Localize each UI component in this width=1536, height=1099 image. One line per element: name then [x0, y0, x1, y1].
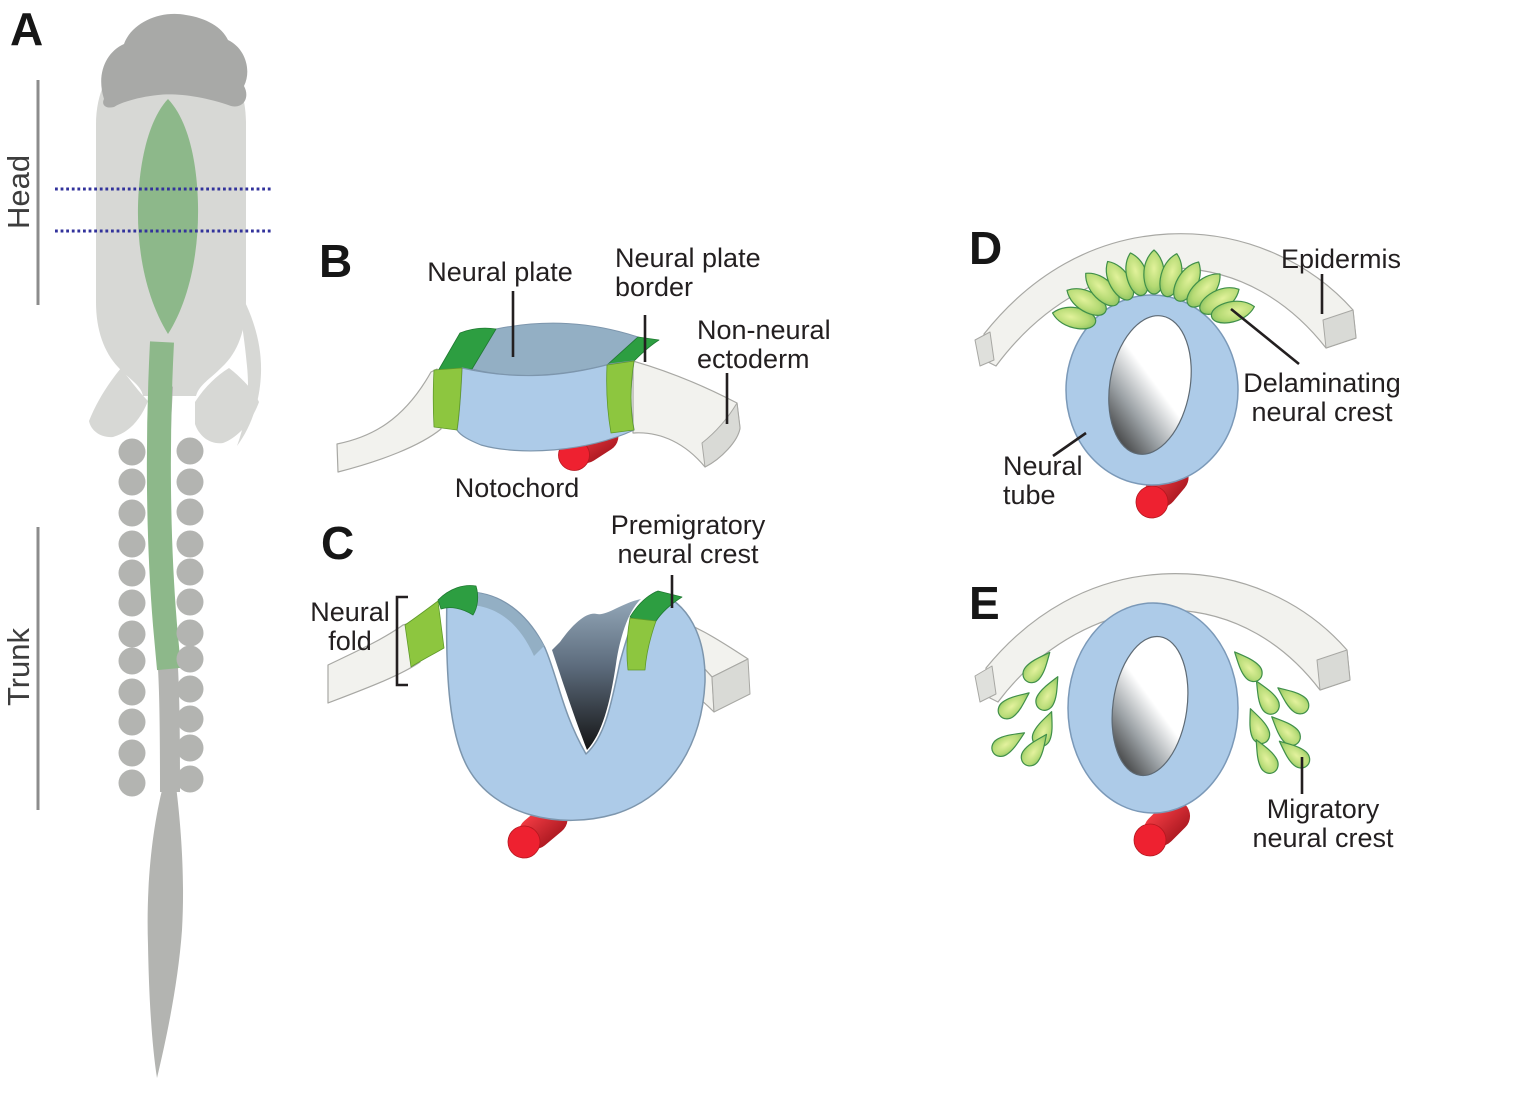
somite-dot — [176, 645, 204, 673]
panel-c-letter: C — [321, 517, 355, 569]
somite-dots — [118, 437, 204, 797]
neural-fold-label: Neural fold — [310, 597, 390, 656]
epidermis-left-tip-d — [974, 331, 995, 367]
panel-b-cross-section — [336, 322, 741, 473]
fold-border-front-left — [404, 600, 445, 668]
panel-a-embryo — [36, 13, 273, 1078]
somite-dot — [118, 559, 146, 587]
somite-dot — [176, 437, 204, 465]
somite-dot — [118, 620, 146, 648]
epidermis-label: Epidermis — [1280, 244, 1402, 274]
somite-dot — [118, 589, 146, 617]
neural-tube-pointer — [1052, 431, 1087, 458]
ectoderm-end-face-c — [711, 658, 751, 713]
somite-dot — [176, 619, 204, 647]
neural-tube-lumen-d — [1108, 315, 1192, 455]
panel-a-letter: A — [10, 3, 44, 55]
non-neural-ectoderm-label: Non-neural ectoderm — [697, 315, 831, 374]
neural-plate-head-green — [137, 99, 199, 334]
somite-dot — [118, 530, 146, 558]
somite-dot — [118, 739, 146, 767]
panel-b-letter: B — [319, 235, 353, 287]
panel-d-letter: D — [969, 222, 1003, 274]
somite-dot — [176, 468, 204, 496]
migratory-neural-crest-label: Migratory neural crest — [1252, 794, 1394, 853]
somite-dot — [176, 705, 204, 733]
embryo-flap-left — [89, 368, 148, 438]
premigratory-crest-left — [437, 585, 479, 616]
somite-dot — [118, 769, 146, 797]
neural-plate-border-front-right — [606, 360, 635, 434]
tail-blade — [147, 786, 184, 1078]
epidermis-end-face-e — [1316, 649, 1351, 691]
notochord-label: Notochord — [454, 473, 580, 503]
panel-e-letter: E — [969, 577, 1000, 629]
trunk-axis-label: Trunk — [1, 627, 36, 707]
non-neural-ectoderm-left — [336, 368, 442, 473]
panel-c-cross-section — [327, 585, 751, 859]
notochord-body — [1143, 799, 1191, 847]
somite-dot — [118, 499, 146, 527]
somite-dot — [118, 438, 146, 466]
somite-dot — [176, 530, 204, 558]
neural-tube-label: Neural tube — [1003, 451, 1083, 510]
somite-dot — [176, 588, 204, 616]
notochord-face — [1133, 823, 1167, 857]
somite-dot — [118, 647, 146, 675]
somite-dot — [176, 498, 204, 526]
epidermis-left-tip-e — [974, 665, 997, 703]
head-axis-label: Head — [1, 154, 36, 230]
fold-valley-shading — [552, 599, 641, 750]
panel-d-cross-section — [974, 233, 1357, 519]
neural-crest-cell — [1271, 680, 1314, 719]
delaminating-pointer — [1230, 307, 1300, 366]
notochord-face — [1135, 485, 1169, 519]
somite-dot — [118, 468, 146, 496]
neural-fold-bracket — [395, 595, 408, 687]
premigratory-crest-right — [629, 590, 683, 623]
neural-plate-label: Neural plate — [427, 257, 573, 287]
fold-border-front-right — [626, 617, 657, 671]
neural-tube-lumen-e — [1111, 635, 1189, 777]
premigratory-neural-crest-label: Premigratory neural crest — [610, 510, 766, 569]
delaminating-neural-crest-label: Delaminating neural crest — [1243, 368, 1401, 427]
somite-dot — [176, 765, 204, 793]
annotation-lines — [395, 274, 1324, 794]
epidermis-end-face-d — [1322, 309, 1357, 349]
embryo-head-cap — [101, 13, 248, 108]
neural-plate-border-front-left — [432, 367, 463, 431]
somite-dot — [176, 558, 204, 586]
somite-dot — [118, 678, 146, 706]
notochord-e — [1133, 799, 1191, 857]
somite-dot — [176, 734, 204, 762]
embryo-flap-right — [195, 368, 259, 444]
neural-plate-border-label: Neural plate border — [615, 243, 761, 302]
somite-dot — [118, 708, 146, 736]
panel-e-cross-section — [974, 573, 1351, 857]
neural-trunk-green-strip — [146, 341, 181, 671]
somite-dot — [176, 675, 204, 703]
notochord-face — [507, 825, 541, 859]
